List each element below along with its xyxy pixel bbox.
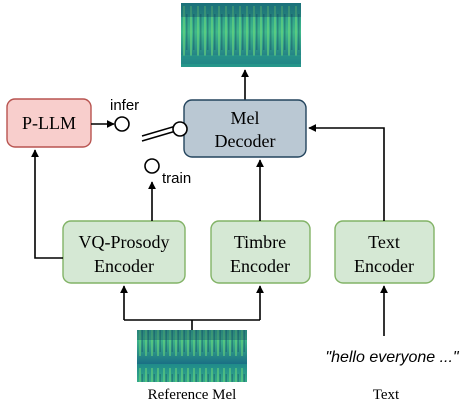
- arrow-text-to-decoder: [308, 124, 385, 221]
- timbre-encoder-module: Timbre Encoder: [210, 220, 311, 284]
- text-encoder-label-line1: Text: [368, 232, 400, 252]
- vq-prosody-encoder-module: VQ-Prosody Encoder: [62, 220, 186, 284]
- switch-lever-icon: [141, 125, 177, 137]
- arrow-vq-to-pllm: [31, 149, 63, 259]
- reference-mel-spectrogram: [137, 330, 247, 382]
- mel-decoder-label-line2: Decoder: [215, 131, 276, 151]
- switch-pivot-icon: [172, 121, 188, 137]
- switch-lever-icon-edge: [141, 130, 177, 142]
- infer-label: infer: [110, 97, 139, 114]
- mel-decoder-label-line1: Mel: [231, 108, 260, 128]
- text-input-sample: "hello everyone ...": [325, 349, 460, 366]
- timbre-encoder-label-line2: Encoder: [230, 256, 290, 276]
- pllm-module: P-LLM: [6, 98, 92, 148]
- vq-prosody-encoder-label-line1: VQ-Prosody: [78, 232, 169, 252]
- vq-prosody-encoder-box: [62, 220, 186, 284]
- infer-terminal: [114, 116, 130, 132]
- train-label: train: [162, 170, 191, 187]
- timbre-encoder-label-line1: Timbre: [234, 232, 286, 252]
- reference-mel-caption: Reference Mel: [148, 387, 237, 403]
- arrow-reference-to-encoders: [120, 285, 264, 330]
- mel-decoder-module: Mel Decoder: [183, 99, 307, 158]
- pllm-label: P-LLM: [22, 113, 76, 133]
- text-input-caption: Text: [373, 387, 400, 403]
- infer-train-switch: infer train: [91, 97, 191, 221]
- vq-prosody-encoder-label-line2: Encoder: [94, 256, 154, 276]
- text-encoder-label-line2: Encoder: [354, 256, 414, 276]
- text-encoder-module: Text Encoder: [334, 220, 435, 284]
- train-terminal: [144, 158, 160, 174]
- output-spectrogram: [181, 3, 301, 67]
- pllm-box: [6, 98, 92, 148]
